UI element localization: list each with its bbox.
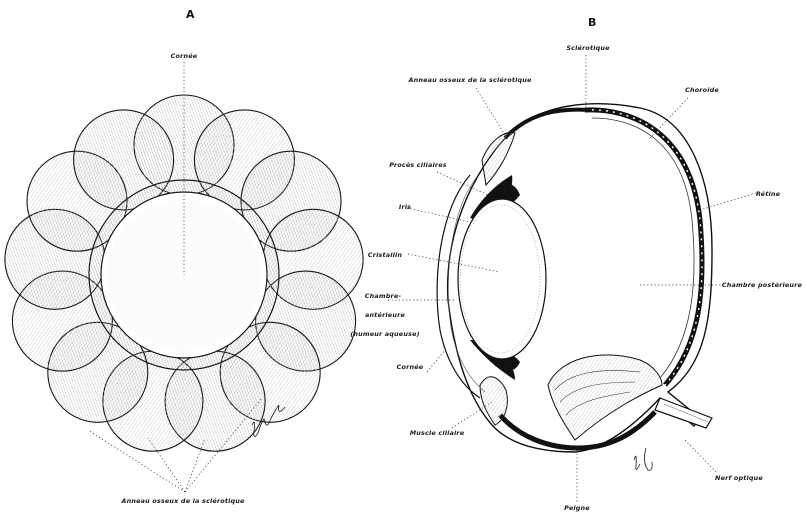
panel-a-label-anneau: Anneau osseux de la sclérotique (120, 497, 245, 505)
panel-a-label-cornee: Cornée (171, 52, 198, 60)
label-retine: Rétine (756, 190, 781, 198)
label-humeur-aqueuse: (humeur aqueuse) (350, 330, 420, 338)
label-iris: Iris (399, 203, 411, 211)
panel-a-letter: A (186, 8, 195, 21)
artist-signature-b (634, 448, 652, 470)
label-chambre-anterieure-1: Chambre- (365, 292, 402, 300)
label-sclerotique: Sclérotique (566, 44, 610, 52)
label-chambre-anterieure-2: antérieure (365, 311, 405, 319)
label-anneau-osseux: Anneau osseux de la sclérotique (407, 76, 532, 84)
label-nerf-optique: Nerf optique (715, 474, 763, 482)
label-proces-ciliaires: Procès ciliaires (389, 161, 447, 169)
label-cristallin: Cristallin (368, 251, 403, 259)
label-cornee-b: Cornée (397, 363, 424, 371)
label-chambre-posterieure: Chambre postérieure (722, 281, 803, 289)
label-choroide: Choroïde (685, 86, 719, 94)
label-muscle-ciliaire: Muscle ciliaire (410, 429, 465, 437)
eye-section (437, 104, 712, 452)
panel-b-letter: B (588, 16, 596, 29)
label-peigne: Peigne (564, 504, 590, 512)
